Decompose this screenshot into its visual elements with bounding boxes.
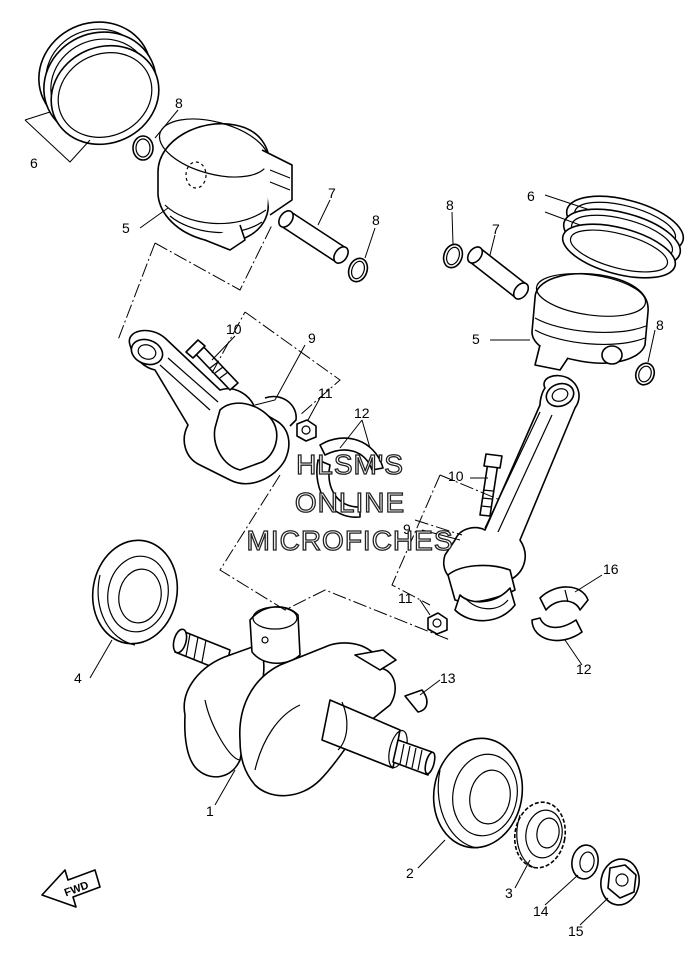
callout-1[interactable]: 1 [206,803,214,819]
rod-bearing-left[interactable] [316,437,384,518]
woodruff-key[interactable] [404,689,428,713]
callout-13[interactable]: 13 [440,670,456,686]
piston-pin-clip-8d[interactable] [633,361,657,388]
callout-6-upper-right[interactable]: 6 [527,188,535,204]
callout-8-upper-right-a[interactable]: 8 [446,197,454,213]
washer[interactable] [569,843,601,881]
callout-leaders [24,109,656,926]
watermark-line-3: MICROFICHES [247,525,454,556]
piston-pin-clip-8b[interactable] [345,256,370,285]
piston-pin-clip-8c[interactable] [440,242,465,271]
callout-5-upper-right[interactable]: 5 [472,331,480,347]
piston-pin-upper-left[interactable] [276,208,351,266]
callout-7-upper-left[interactable]: 7 [328,185,336,201]
watermark: HLSM'S ONLINE MICROFICHES [246,448,454,556]
callout-4[interactable]: 4 [74,670,82,686]
callout-5-upper-left[interactable]: 5 [122,220,130,236]
callout-10-right[interactable]: 10 [448,468,464,484]
piston-rings-upper-left[interactable] [21,4,175,162]
piston-rings-upper-right[interactable] [557,185,689,288]
callout-3[interactable]: 3 [505,885,513,901]
timing-sprocket[interactable] [510,798,571,872]
main-bearing-right[interactable] [425,731,531,855]
rod-nut-right[interactable] [427,612,448,635]
forward-direction-arrow: FWD [41,869,101,908]
crankshaft[interactable] [171,606,437,797]
piston-pin-upper-right[interactable] [465,244,532,302]
callout-7-upper-right[interactable]: 7 [492,221,500,237]
callout-6-upper-left[interactable]: 6 [30,155,38,171]
callout-12-left[interactable]: 12 [354,405,370,421]
rod-bearing-right[interactable] [531,586,589,642]
assembly-guide-lines [117,224,501,641]
callout-9-right[interactable]: 9 [403,521,411,537]
callout-9-left[interactable]: 9 [308,330,316,346]
piston-upper-left[interactable] [153,108,293,251]
rod-bolt-left[interactable] [185,339,239,391]
callout-8-upper-right-b[interactable]: 8 [656,317,664,333]
callout-10-left[interactable]: 10 [226,321,242,337]
watermark-line-1: HLSM'S [296,449,404,480]
callout-8-upper-left-a[interactable]: 8 [175,95,183,111]
connecting-rod-left[interactable] [128,329,297,485]
callout-16[interactable]: 16 [603,561,619,577]
flange-nut[interactable] [597,856,642,908]
callout-15[interactable]: 15 [568,923,584,939]
rod-nut-left[interactable] [296,419,317,442]
main-bearing-left[interactable] [85,533,186,650]
callout-14[interactable]: 14 [533,903,549,919]
rod-bolt-right[interactable] [479,453,503,517]
connecting-rod-right[interactable] [443,374,580,622]
callout-11-left[interactable]: 11 [318,385,333,401]
callout-11-right[interactable]: 11 [398,590,413,606]
callout-2[interactable]: 2 [406,865,414,881]
piston-upper-right[interactable] [531,268,649,371]
callout-numbers: 6 8 5 7 8 8 7 6 5 8 10 9 11 12 10 9 16 1… [30,95,664,939]
callout-12-right[interactable]: 12 [576,661,592,677]
piston-pin-clip-8a[interactable] [132,135,154,161]
callout-8-upper-left-b[interactable]: 8 [372,212,380,228]
watermark-line-2: ONLINE [295,487,405,518]
